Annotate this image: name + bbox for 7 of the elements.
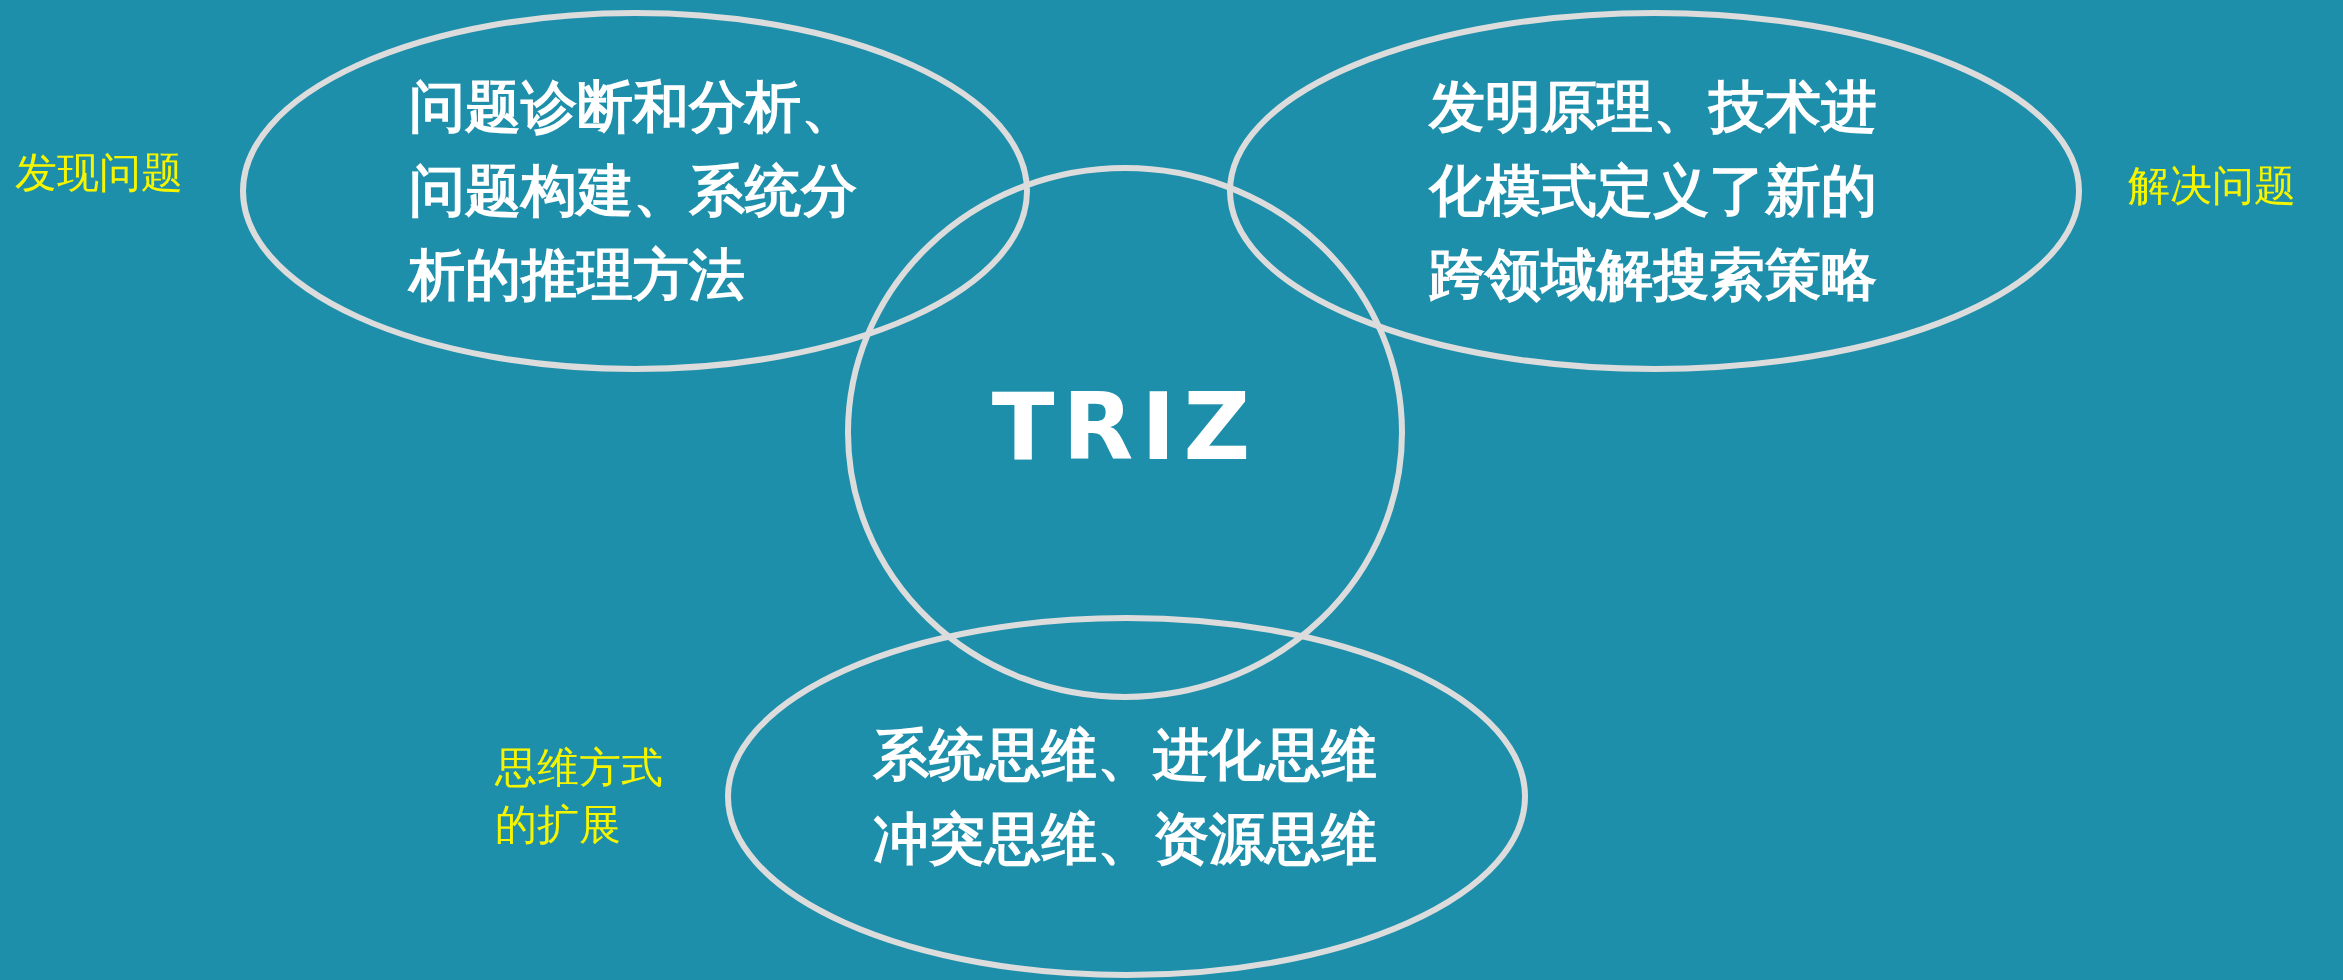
ellipse-text: 问题诊断和分析、问题构建、系统分析的推理方法 [409, 73, 858, 309]
side-label: 思维方式的扩展 [495, 742, 664, 851]
side-label: 解决问题 [2128, 160, 2296, 212]
ellipse-text: 系统思维、进化思维冲突思维、资源思维 [872, 720, 1378, 873]
center-title: TRIZ [991, 376, 1259, 479]
side-label: 发现问题 [15, 147, 183, 199]
ellipse-text: 发明原理、技术进化模式定义了新的跨领域解搜索策略 [1428, 73, 1878, 309]
